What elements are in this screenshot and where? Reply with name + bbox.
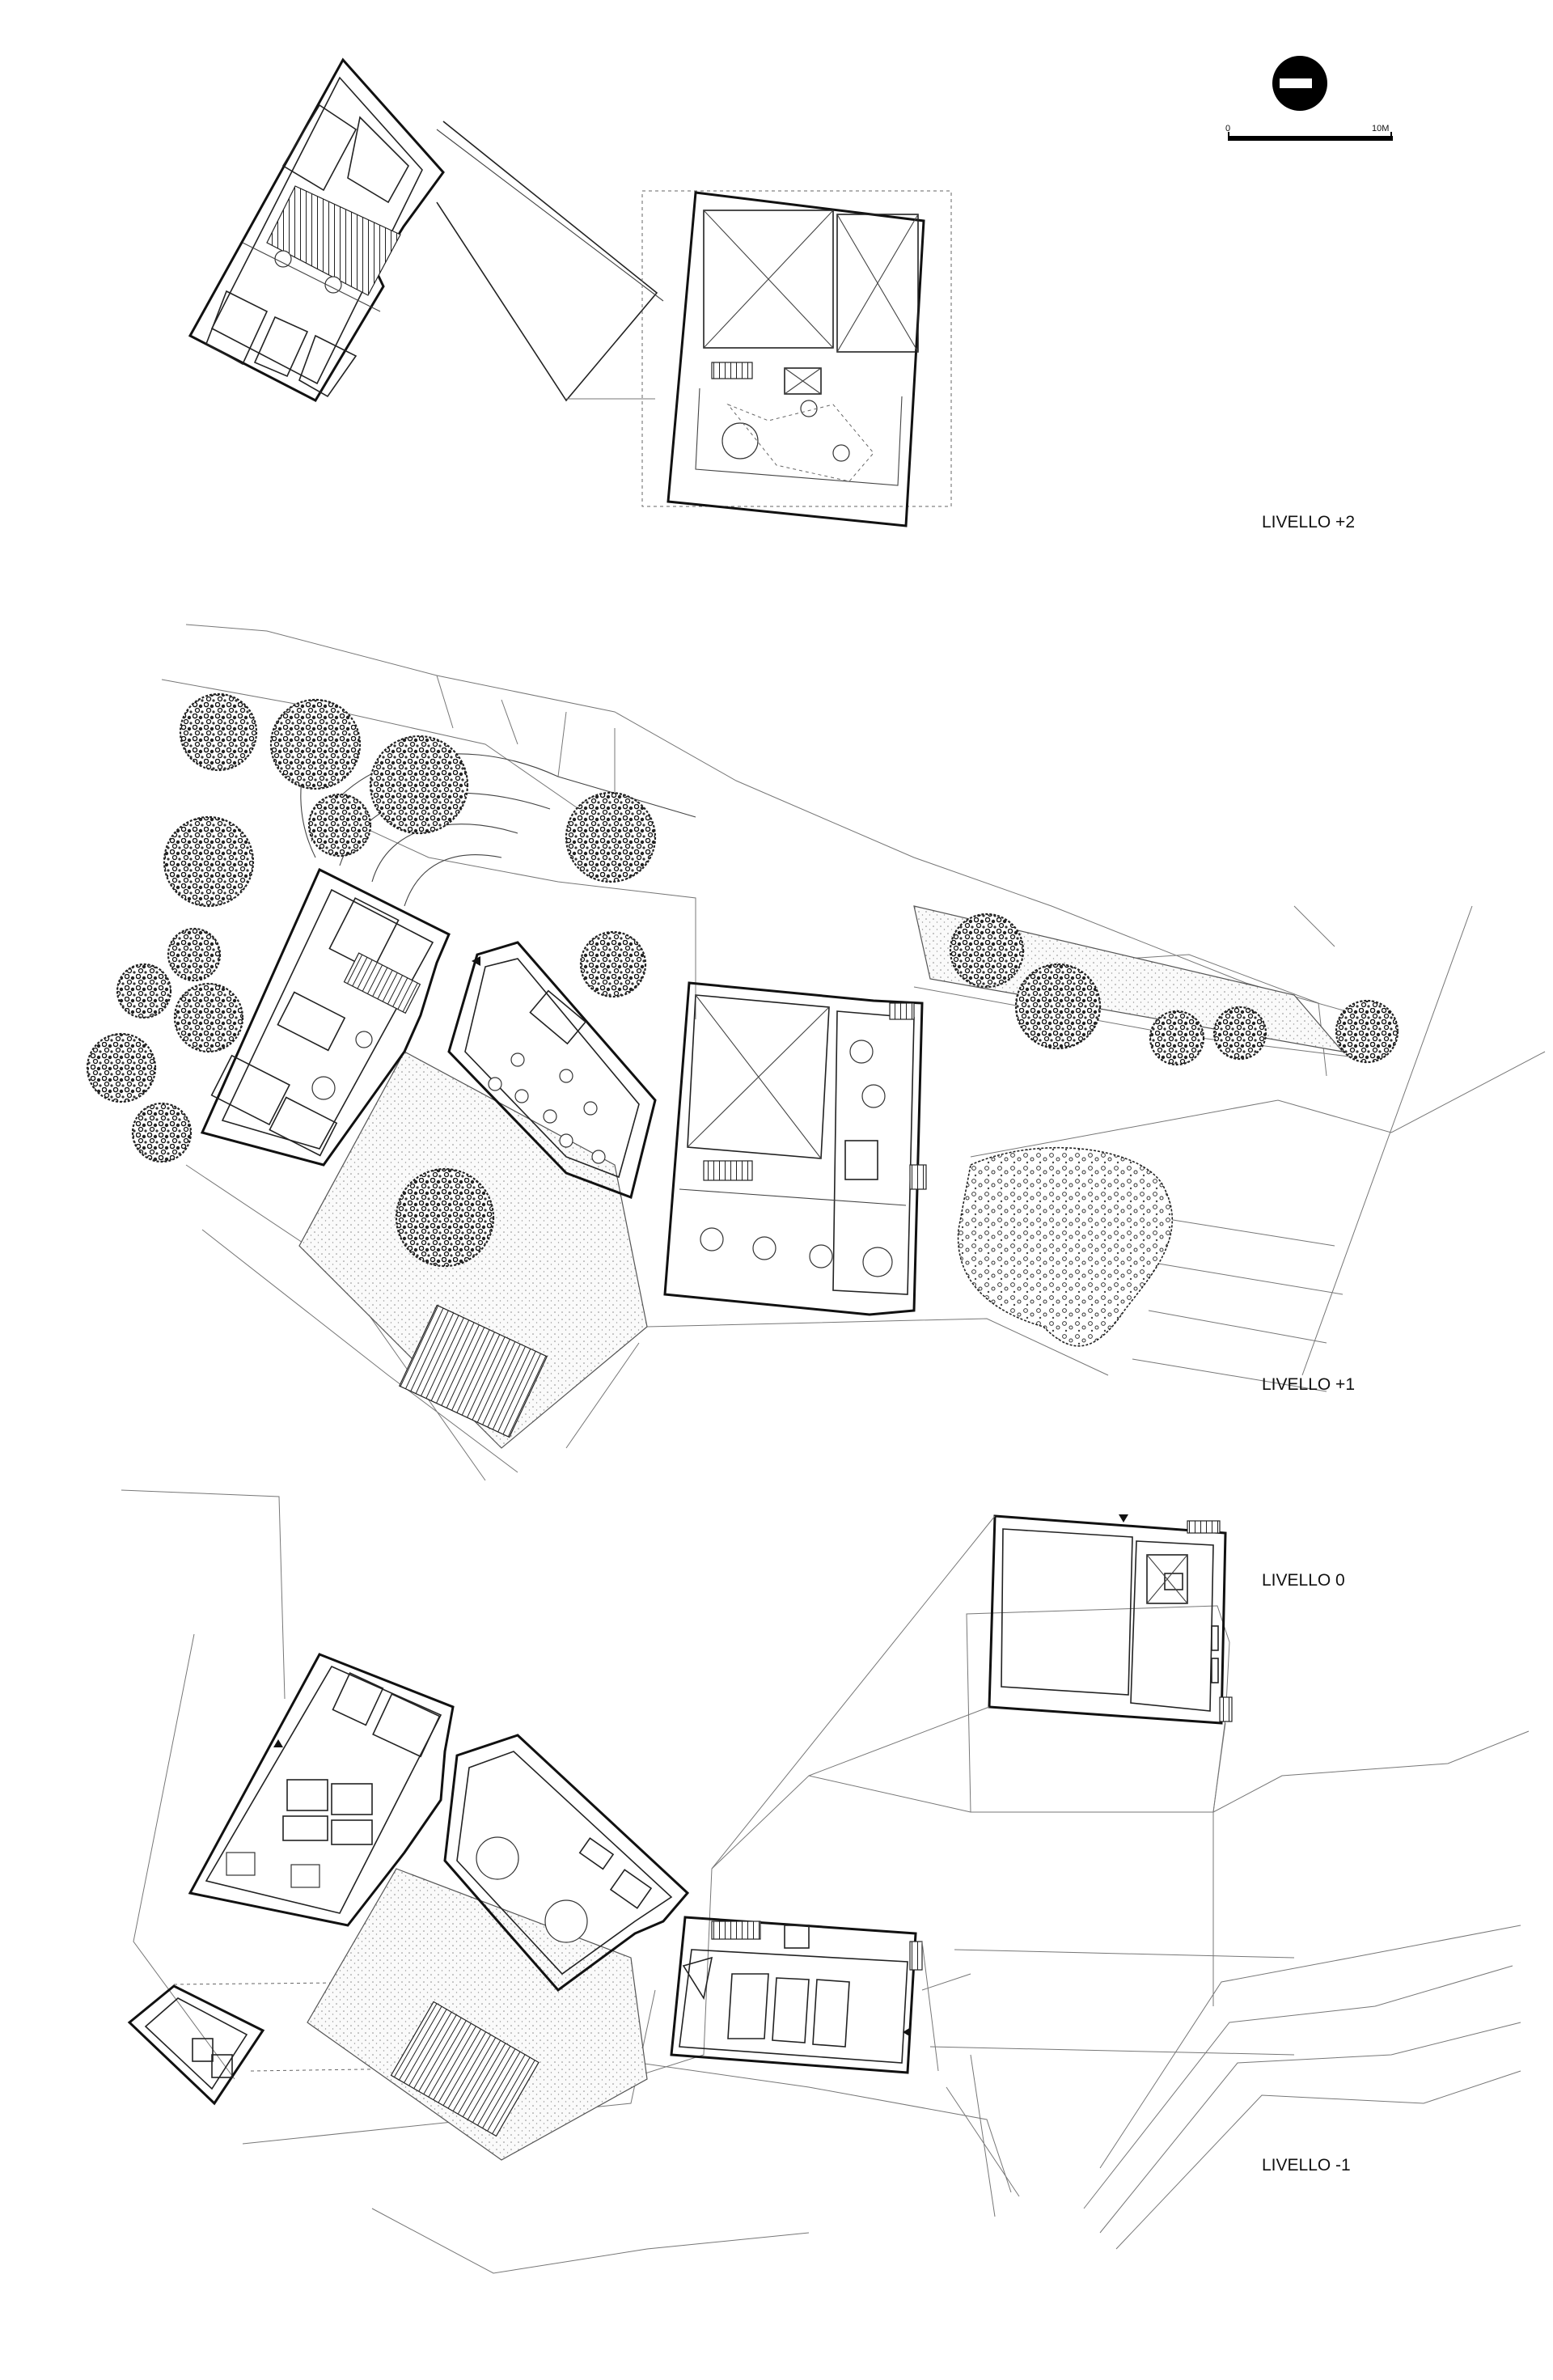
tree-icon xyxy=(1014,963,1102,1050)
building-east-level-minus-1 xyxy=(670,1916,971,2074)
large-tree-canopy xyxy=(957,1146,1174,1347)
entrance-arrow-icon xyxy=(1119,1514,1128,1522)
tree-icon xyxy=(949,913,1025,989)
building-west-level-plus-1 xyxy=(200,867,451,1167)
building-middle-level-minus-1 xyxy=(443,1734,690,1993)
building-west-level-plus-2 xyxy=(188,57,445,402)
north-arrow-icon xyxy=(1272,56,1327,111)
tree-icon xyxy=(179,692,258,772)
tree-icon xyxy=(395,1167,495,1268)
tree-icon xyxy=(131,1102,193,1163)
stair-east-level-plus-1 xyxy=(703,1160,753,1181)
roof-connector-level-plus-2 xyxy=(436,121,658,402)
stair-east-level-plus-2 xyxy=(711,362,753,379)
entrance-arrow-icon xyxy=(472,956,480,966)
plan-level-plus-1: LIVELLO +1 xyxy=(86,624,1546,1481)
building-west-level-minus-1 xyxy=(188,1653,455,1927)
stair-level-plus-2 xyxy=(266,185,401,296)
site-lines-level-minus-1 xyxy=(121,1489,1530,2274)
pergola-level-plus-1 xyxy=(398,1304,548,1438)
tree-icon xyxy=(167,927,222,982)
level-label-0: LIVELLO 0 xyxy=(1262,1571,1345,1590)
projection-lines xyxy=(711,1515,1226,1870)
trees-level-plus-1 xyxy=(86,692,1399,1347)
tree-icon xyxy=(307,793,372,858)
level-label-minus-1: LIVELLO -1 xyxy=(1262,2156,1351,2175)
scale-bar-end-label: 10M xyxy=(1372,124,1389,133)
pergola-level-minus-1 xyxy=(390,2001,540,2137)
stair-level-minus-1 xyxy=(711,1921,761,1940)
tree-icon xyxy=(86,1032,157,1103)
plan-level-0: LIVELLO 0 xyxy=(711,1514,1345,2006)
scale-bar: 0 10M xyxy=(1225,124,1393,141)
entrance-arrow-icon xyxy=(903,2027,911,2037)
building-east-level-plus-2 xyxy=(641,190,952,527)
building-east-level-plus-1 xyxy=(663,981,927,1316)
tree-icon xyxy=(565,791,657,883)
plan-level-minus-1: LIVELLO -1 xyxy=(121,1489,1530,2274)
tree-icon xyxy=(1149,1010,1205,1066)
tree-icon xyxy=(163,815,255,908)
tree-icon xyxy=(116,963,172,1019)
scale-bar-start-label: 0 xyxy=(1225,124,1230,133)
level-label-plus-2: LIVELLO +2 xyxy=(1262,513,1355,531)
tree-icon xyxy=(269,698,362,790)
tree-icon xyxy=(1335,999,1399,1064)
outbuilding-level-minus-1 xyxy=(127,1984,265,2106)
building-middle-level-plus-1 xyxy=(447,941,657,1199)
entrance-arrow-icon xyxy=(273,1739,283,1747)
tree-icon xyxy=(1212,1006,1267,1061)
tree-icon xyxy=(369,735,469,835)
tree-icon xyxy=(173,982,244,1053)
building-level-0 xyxy=(988,1514,1233,1725)
level-label-plus-1: LIVELLO +1 xyxy=(1262,1375,1355,1394)
tree-icon xyxy=(579,930,647,998)
plan-level-plus-2: LIVELLO +2 xyxy=(188,57,1355,531)
